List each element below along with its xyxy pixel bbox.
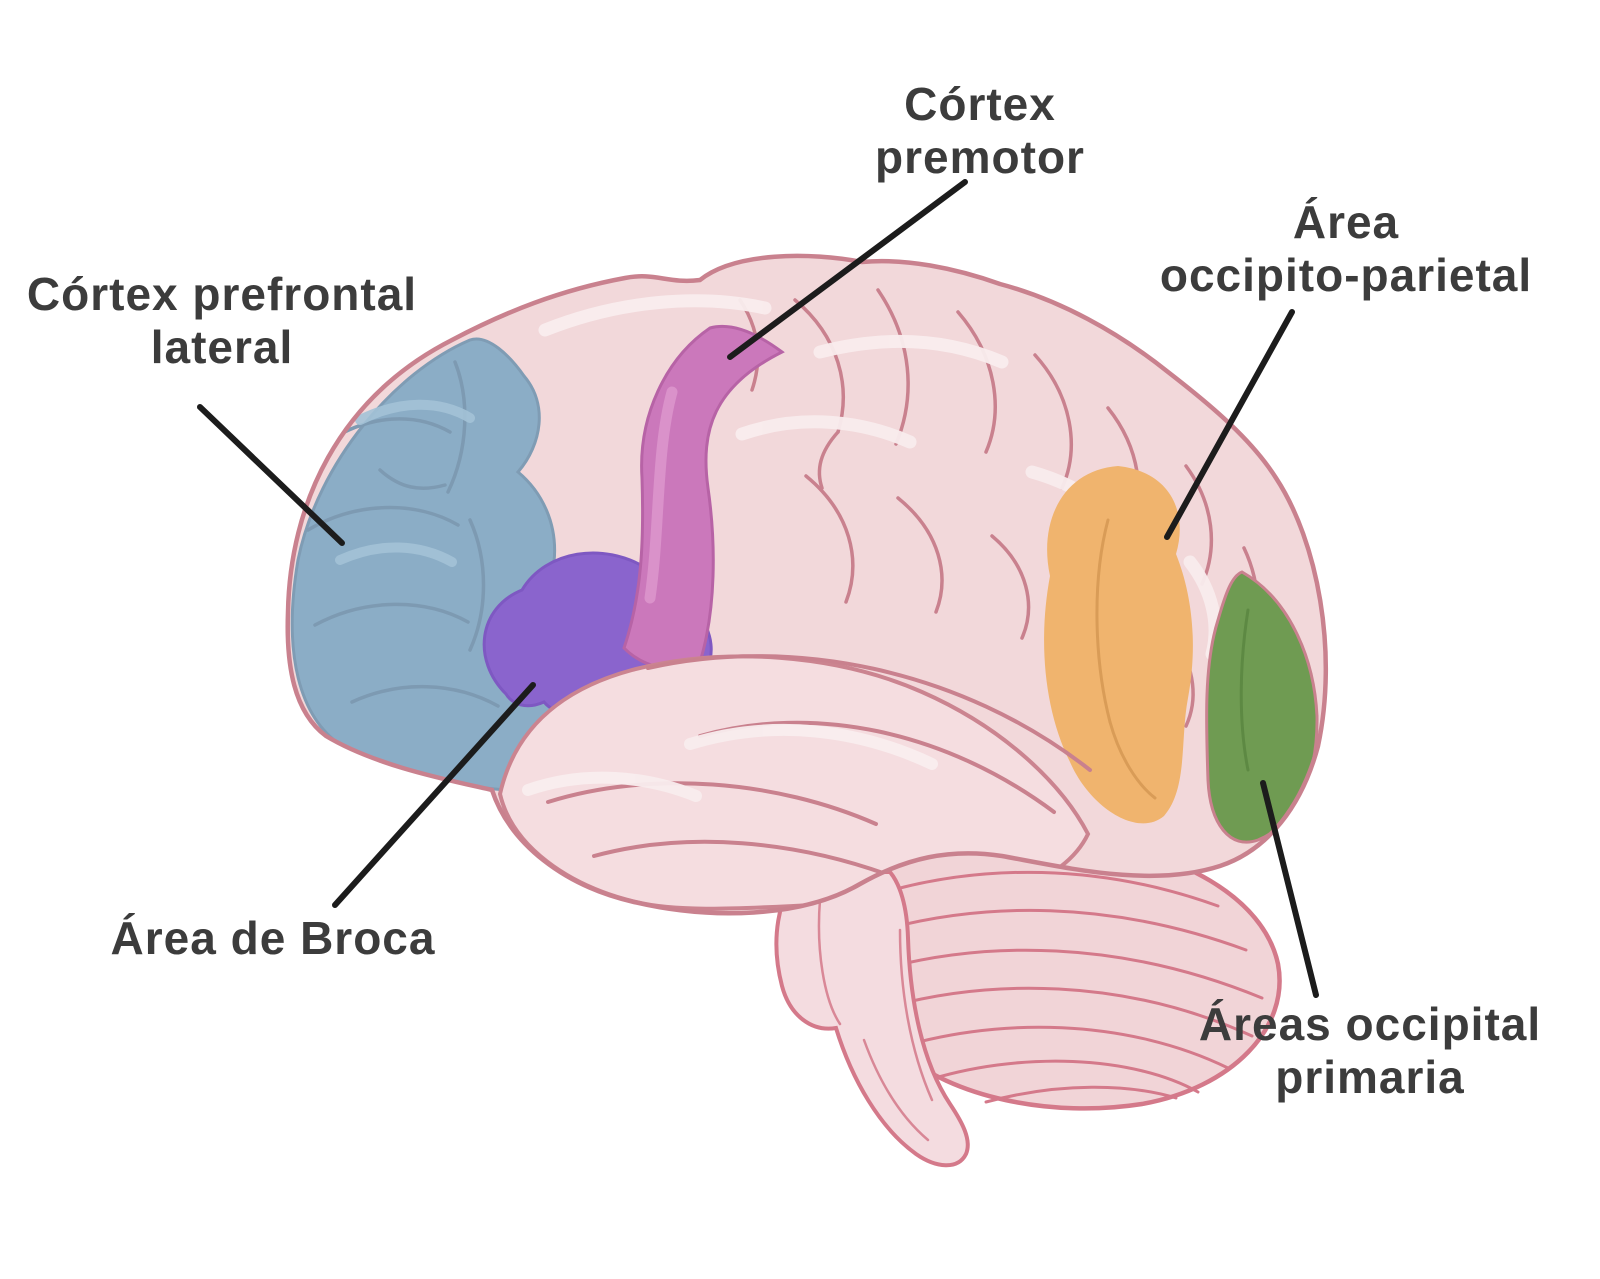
label-areas-occipital-primaria: Áreas occipital primaria bbox=[1199, 998, 1541, 1105]
label-line: Área bbox=[1292, 196, 1400, 248]
label-area-de-broca: Área de Broca bbox=[111, 912, 436, 965]
leader-line-broca bbox=[332, 682, 536, 908]
cerebrum-outline bbox=[285, 253, 1328, 916]
leader-line-occipital bbox=[1260, 780, 1319, 998]
label-cortex-prefrontal-lateral: Córtex prefrontal lateral bbox=[27, 268, 417, 375]
label-line: premotor bbox=[875, 131, 1085, 184]
label-line: Córtex bbox=[904, 78, 1056, 130]
leader-line-occipito-parietal bbox=[1164, 309, 1295, 540]
label-line: lateral bbox=[150, 321, 294, 374]
region-area-occipito-parietal bbox=[1044, 466, 1193, 824]
brainstem-lines bbox=[817, 898, 934, 1142]
label-cortex-premotor: Córtex premotor bbox=[875, 78, 1085, 185]
gyri-highlights-temporal bbox=[522, 723, 938, 802]
region-areas-occipital-primaria bbox=[1205, 570, 1319, 844]
leader-line-premotor bbox=[727, 179, 968, 360]
label-line: Áreas occipital bbox=[1198, 998, 1542, 1050]
label-line: Área de Broca bbox=[110, 912, 436, 964]
leader-line-prefrontal bbox=[197, 404, 345, 546]
label-area-occipito-parietal: Área occipito-parietal bbox=[1160, 196, 1532, 303]
brainstem bbox=[774, 870, 970, 1168]
label-line: Córtex prefrontal bbox=[26, 268, 418, 320]
label-line: primaria bbox=[1275, 1051, 1465, 1104]
label-line: occipito-parietal bbox=[1159, 249, 1533, 302]
